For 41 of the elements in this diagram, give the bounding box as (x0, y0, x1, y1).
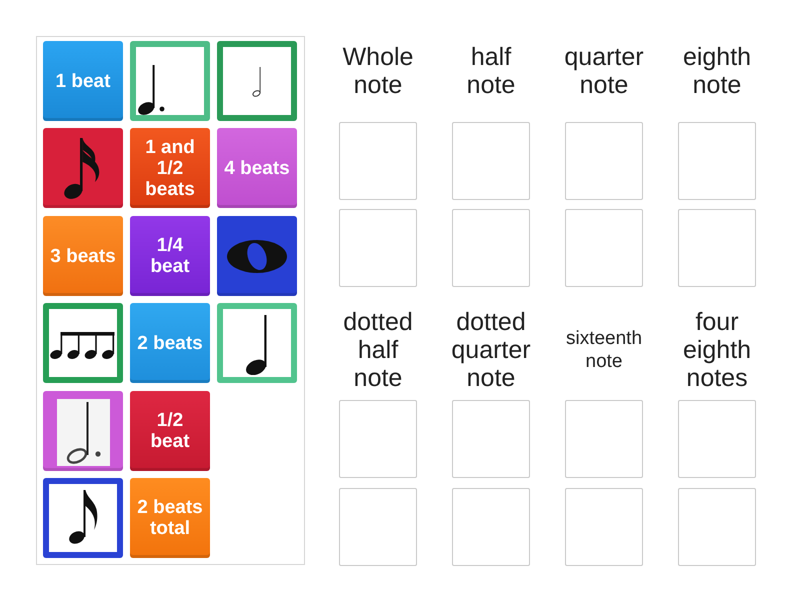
answer-box (452, 209, 530, 287)
picture-tile (43, 478, 123, 558)
answer-box (565, 488, 643, 566)
word-tile: 1 and 1/2 beats (130, 128, 210, 208)
column-heading: eighth note (682, 43, 752, 99)
picture-tile (217, 303, 297, 383)
tile-panel (36, 36, 305, 565)
answer-box (678, 209, 756, 287)
answer-box (565, 209, 643, 287)
picture-tile (217, 41, 297, 121)
column-heading: half note (466, 43, 516, 99)
answer-box (452, 488, 530, 566)
answer-box (452, 400, 530, 478)
word-tile: 2 beats (130, 303, 210, 383)
picture-tile (43, 391, 123, 471)
picture-tile (130, 41, 210, 121)
word-tile: 1/4 beat (130, 216, 210, 296)
answer-box (678, 122, 756, 200)
answer-box (452, 122, 530, 200)
word-tile: 1/2 beat (130, 391, 210, 471)
column-heading: sixteenth note (566, 327, 642, 373)
answer-box (565, 400, 643, 478)
answer-box (678, 488, 756, 566)
column-heading: dotted half note (343, 308, 413, 392)
answer-box (678, 400, 756, 478)
column-heading: quarter note (564, 43, 644, 99)
word-tile: 4 beats (217, 128, 297, 208)
answer-box (339, 209, 417, 287)
word-tile: 2 beats total (130, 478, 210, 558)
word-tile: 1 beat (43, 41, 123, 121)
column-heading: four eighth notes (682, 308, 752, 392)
answer-box (339, 400, 417, 478)
answer-box (339, 488, 417, 566)
column-heading: Whole note (342, 43, 414, 99)
column-heading: dotted quarter note (451, 308, 531, 392)
picture-tile (43, 303, 123, 383)
answer-box (339, 122, 417, 200)
answer-box (565, 122, 643, 200)
word-tile: 3 beats (43, 216, 123, 296)
picture-tile (217, 216, 297, 296)
picture-tile (43, 128, 123, 208)
